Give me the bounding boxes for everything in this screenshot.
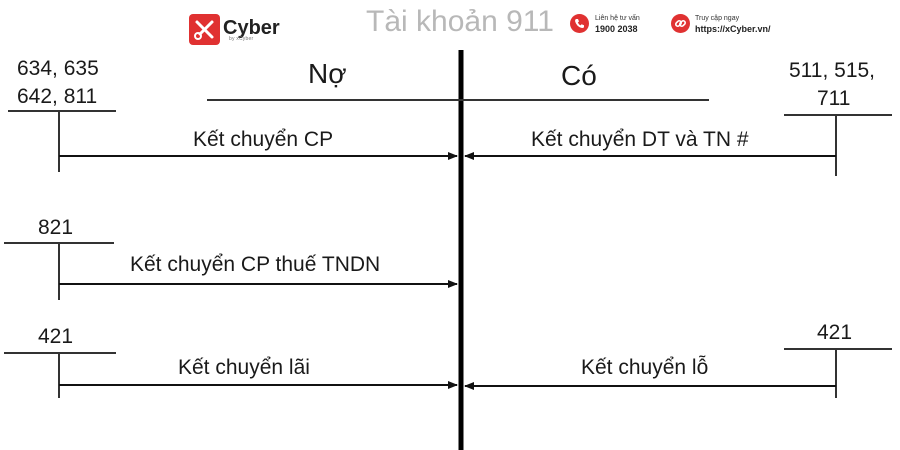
website-label: Truy cập ngay bbox=[695, 15, 740, 22]
loss-transfer-label: Kết chuyển lỗ bbox=[581, 356, 709, 379]
dt-transfer-label: Kết chuyển DT và TN # bbox=[531, 128, 749, 151]
profit-transfer-label: Kết chuyển lãi bbox=[178, 356, 310, 379]
phone-icon bbox=[570, 14, 589, 33]
contact-phone[interactable]: 1900 2038 bbox=[595, 24, 638, 34]
cp-transfer-label: Kết chuyển CP bbox=[193, 128, 334, 151]
debit-label: Nợ bbox=[308, 58, 347, 89]
cp-accounts-line1: 634, 635 bbox=[17, 57, 99, 80]
credit-label: Có bbox=[561, 60, 597, 91]
tax-account: 821 bbox=[38, 216, 74, 239]
profit-account: 421 bbox=[38, 325, 74, 348]
website-link[interactable]: https://xCyber.vn/ bbox=[695, 24, 771, 34]
loss-account: 421 bbox=[817, 321, 853, 344]
brand-tagline: by xCyber bbox=[229, 36, 254, 42]
cyber-logo bbox=[189, 14, 220, 45]
cp-accounts-line2: 642, 811 bbox=[17, 85, 98, 108]
tax-transfer-label: Kết chuyển CP thuế TNDN bbox=[130, 253, 381, 276]
brand-name: Cyber bbox=[223, 17, 280, 39]
contact-label: Liên hệ tư vấn bbox=[595, 15, 640, 22]
link-icon bbox=[671, 14, 690, 33]
dt-accounts-line1: 511, 515, bbox=[789, 59, 876, 82]
dt-accounts-line2: 711 bbox=[817, 87, 851, 110]
page-title: Tài khoản 911 bbox=[366, 5, 554, 38]
scissors-icon bbox=[194, 20, 214, 40]
